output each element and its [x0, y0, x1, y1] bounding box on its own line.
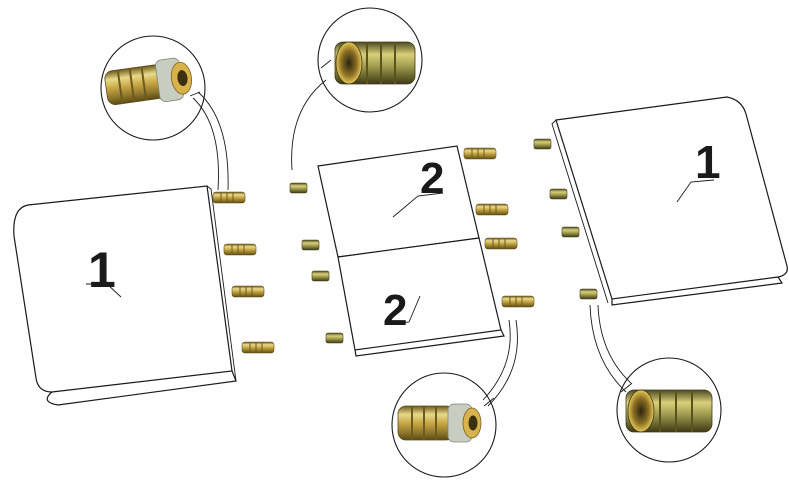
sleeve-insert — [533, 138, 552, 150]
threaded-inserts — [212, 147, 535, 354]
threaded-insert — [484, 237, 518, 250]
threaded-insert — [463, 147, 497, 160]
threaded-insert — [501, 295, 535, 308]
sleeve-insert — [561, 226, 580, 238]
center-bottom-panel: 2 — [337, 237, 505, 357]
right-panel-number: 1 — [695, 136, 721, 188]
sleeve-insert-detail-top — [291, 7, 423, 171]
sleeve-insert — [311, 270, 330, 282]
sleeve-insert-detail-bottom-right — [589, 304, 722, 463]
sleeve-insert — [301, 239, 320, 251]
threaded-insert-detail-bottom — [391, 319, 518, 478]
sleeve-inserts — [289, 138, 598, 344]
threaded-insert — [231, 285, 265, 298]
left-panel: 1 — [13, 185, 237, 406]
right-panel: 1 — [551, 96, 788, 306]
center-top-panel: 2 — [317, 145, 480, 258]
threaded-insert — [475, 203, 509, 216]
sleeve-insert — [549, 188, 568, 200]
sleeve-insert — [289, 182, 308, 194]
threaded-insert-detail-top-left — [100, 35, 229, 191]
threaded-insert — [223, 243, 257, 256]
threaded-insert — [241, 341, 275, 354]
sleeve-insert — [579, 288, 598, 300]
center-bottom-panel-number: 2 — [383, 286, 407, 335]
threaded-insert — [212, 191, 246, 204]
sleeve-insert — [325, 332, 344, 344]
left-panel-number: 1 — [88, 242, 116, 298]
